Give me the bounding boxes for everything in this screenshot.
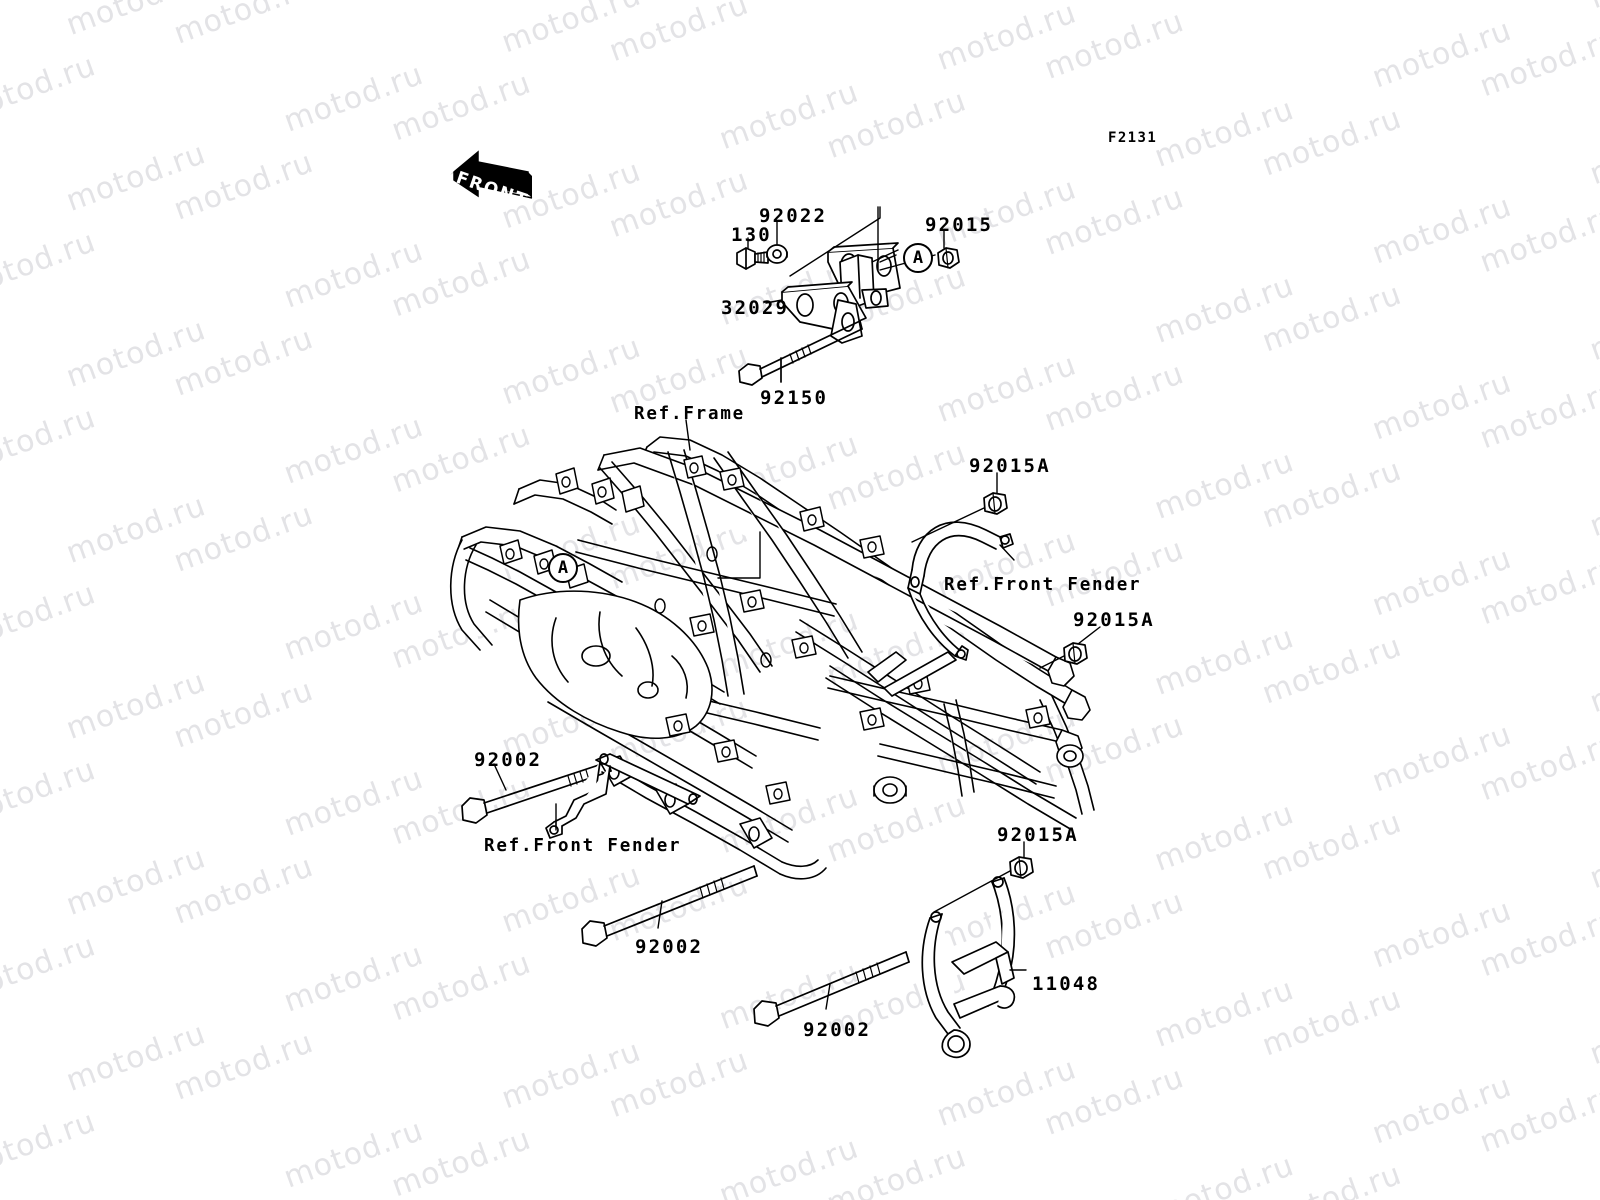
part-graphic-frame	[449, 436, 1095, 880]
part-graphic-92002-2	[581, 865, 758, 947]
part-graphic-92015a-set	[983, 492, 1088, 879]
part-graphic-11048	[921, 876, 1016, 1059]
part-number-label: 92002	[635, 936, 704, 958]
part-graphic-92150	[738, 320, 863, 386]
leader-lines-lower	[685, 419, 1101, 971]
part-graphic-fender-bracket-right	[907, 521, 1014, 661]
reference-label: Ref.Frame	[634, 404, 746, 424]
reference-label: Ref.Front Fender	[944, 575, 1142, 595]
reference-label: Ref.Front Fender	[484, 836, 682, 856]
part-graphic-92015	[937, 247, 960, 269]
front-arrow-shape	[450, 150, 533, 199]
leader-92002-2	[657, 900, 663, 929]
part-graphic-92002-3	[753, 951, 910, 1027]
section-callout-a: A	[903, 243, 933, 273]
part-number-label: 130	[731, 224, 772, 246]
leader-92002-3	[825, 983, 831, 1010]
part-number-label: 92150	[760, 387, 829, 409]
part-graphic-32029	[781, 242, 901, 344]
part-number-label: 92002	[803, 1019, 872, 1041]
part-number-label: 92015	[925, 214, 994, 236]
diagram-code-label: F2131	[1108, 130, 1158, 146]
part-number-label: 11048	[1032, 973, 1101, 995]
part-number-label: 92015A	[1073, 609, 1155, 631]
section-callout-a: A	[548, 553, 578, 583]
part-number-label: 92002	[474, 749, 543, 771]
part-number-label: 92015A	[997, 824, 1079, 846]
part-graphic-130	[736, 247, 769, 270]
part-graphic-fender-bracket-left	[545, 753, 701, 839]
part-graphic-92022	[766, 244, 788, 264]
part-number-label: 92015A	[969, 455, 1051, 477]
leader-92002-1	[493, 763, 507, 791]
front-orientation-marker: FRONT	[428, 142, 548, 214]
part-number-label: 92022	[759, 205, 828, 227]
part-number-label: 32029	[721, 297, 790, 319]
